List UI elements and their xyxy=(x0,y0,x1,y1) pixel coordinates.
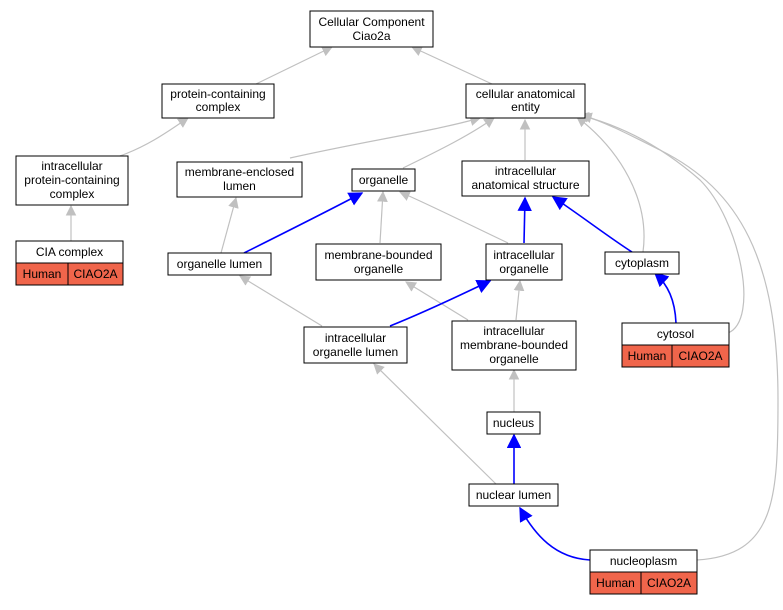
node-organelle-lumen[interactable]: organelle lumen xyxy=(167,252,272,276)
node-label-line: membrane-bounded xyxy=(324,248,432,262)
annotation-species: Human xyxy=(23,267,62,281)
node-label-line: nucleus xyxy=(493,416,534,430)
node-label-line: intracellular xyxy=(41,159,102,173)
node-cellular-anatomical-entity[interactable]: cellular anatomical entity xyxy=(465,83,586,119)
node-organelle[interactable]: organelle xyxy=(351,168,416,192)
node-protein-containing-complex[interactable]: protein-containing complex xyxy=(161,83,275,119)
edge-intracellular-complex-to-protein-complex xyxy=(119,117,189,157)
edge-intracellular-membrane-bounded-organelle-to-membrane-bounded-organelle xyxy=(405,281,469,321)
node-cytosol[interactable]: cytosol Human CIAO2A xyxy=(621,322,730,368)
node-label-line: Cellular Component xyxy=(318,15,425,29)
node-cellular-component-root[interactable]: Cellular Component Ciao2a xyxy=(309,10,434,48)
edge-cytoplasm-to-intracellular-structure[interactable] xyxy=(551,196,633,253)
node-label-line: nucleoplasm xyxy=(610,554,677,568)
node-label-line: intracellular xyxy=(495,164,556,178)
node-label-line: intracellular xyxy=(483,324,544,338)
annotation-gene-cell xyxy=(67,262,124,286)
edge-nucleoplasm-to-cellular-entity xyxy=(580,112,779,561)
node-membrane-enclosed-lumen[interactable]: membrane-enclosed lumen xyxy=(176,161,303,198)
node-label-line: organelle xyxy=(354,262,404,276)
node-intracellular-anatomical-structure[interactable]: intracellular anatomical structure xyxy=(461,160,590,197)
node-label-line: protein-containing xyxy=(170,87,265,101)
edge-nuclear-lumen-to-intracellular-organelle-lumen xyxy=(373,363,497,485)
node-label-line: organelle xyxy=(499,262,549,276)
node-nucleoplasm[interactable]: nucleoplasm Human CIAO2A xyxy=(589,549,698,595)
edge-nucleoplasm-to-nuclear-lumen[interactable] xyxy=(519,506,591,561)
node-label-line: intracellular xyxy=(325,331,386,345)
node-label-line: intracellular xyxy=(493,248,554,262)
node-cytoplasm[interactable]: cytoplasm xyxy=(604,251,680,275)
node-intracellular-organelle[interactable]: intracellular organelle xyxy=(485,243,563,281)
edge-cellular-entity-to-root xyxy=(411,46,493,85)
node-label-line: membrane-enclosed xyxy=(185,165,294,179)
edges xyxy=(65,46,779,561)
node-nucleus[interactable]: nucleus xyxy=(486,411,541,435)
annotation-species: Human xyxy=(596,576,635,590)
annotation-gene: CIAO2A xyxy=(73,267,117,281)
node-label-line: nuclear lumen xyxy=(476,488,551,502)
node-label-line: organelle xyxy=(359,173,409,187)
annotation-gene-cell xyxy=(640,571,698,595)
edge-intracellular-membrane-bounded-organelle-to-intracellular-organelle xyxy=(513,279,525,321)
node-label-line: lumen xyxy=(223,179,256,193)
edge-intracellular-organelle-lumen-to-intracellular-organelle[interactable] xyxy=(389,279,492,327)
edge-cytoplasm-to-cellular-entity xyxy=(576,116,645,253)
annotation-gene: CIAO2A xyxy=(647,576,691,590)
edge-intracellular-structure-from-intracellular-organelle[interactable] xyxy=(517,196,532,244)
annotation-gene-cell xyxy=(671,344,730,368)
node-membrane-bounded-organelle[interactable]: membrane-bounded organelle xyxy=(315,243,442,281)
nodes: Cellular Component Ciao2a protein-contai… xyxy=(15,10,730,595)
node-cia-complex[interactable]: CIA complex Human CIAO2A xyxy=(15,240,124,286)
node-label-line: organelle lumen xyxy=(177,257,262,271)
node-label-line: cellular anatomical xyxy=(476,87,575,101)
node-nuclear-lumen[interactable]: nuclear lumen xyxy=(468,483,559,507)
edge-cytosol-to-cellular-entity xyxy=(577,112,745,334)
node-label-line: organelle lumen xyxy=(313,345,398,359)
node-label-line: cytoplasm xyxy=(615,256,669,270)
edge-protein-complex-to-root xyxy=(255,46,333,85)
node-label-line: organelle xyxy=(489,352,539,366)
node-label-line: cytosol xyxy=(657,327,694,341)
node-label-line: Ciao2a xyxy=(352,29,390,43)
edge-intracellular-organelle-to-organelle xyxy=(399,190,509,244)
edge-organelle-lumen-to-organelle[interactable] xyxy=(243,192,364,254)
edge-organelle-lumen-to-membrane-enclosed-lumen xyxy=(220,196,239,254)
node-label-line: complex xyxy=(50,187,95,201)
annotation-species: Human xyxy=(628,349,667,363)
node-label-line: anatomical structure xyxy=(471,178,579,192)
edge-cytosol-to-cytoplasm[interactable] xyxy=(653,272,677,324)
edge-membrane-bounded-organelle-to-organelle xyxy=(377,190,388,244)
annotation-gene: CIAO2A xyxy=(678,349,722,363)
node-intracellular-protein-containing-complex[interactable]: intracellular protein-containing complex xyxy=(15,155,129,206)
node-intracellular-organelle-lumen[interactable]: intracellular organelle lumen xyxy=(303,326,408,364)
node-label-line: complex xyxy=(196,100,241,114)
node-label-line: entity xyxy=(511,100,540,114)
edge-membrane-enclosed-lumen-to-cellular-entity xyxy=(289,115,482,159)
node-intracellular-membrane-bounded-organelle[interactable]: intracellular membrane-bounded organelle xyxy=(451,320,577,371)
node-label-line: membrane-bounded xyxy=(460,338,568,352)
node-label-line: CIA complex xyxy=(36,245,103,259)
edge-intracellular-organelle-lumen-to-organelle-lumen xyxy=(239,275,323,327)
edge-organelle-to-cellular-entity xyxy=(402,117,495,169)
node-label-line: protein-containing xyxy=(24,173,119,187)
